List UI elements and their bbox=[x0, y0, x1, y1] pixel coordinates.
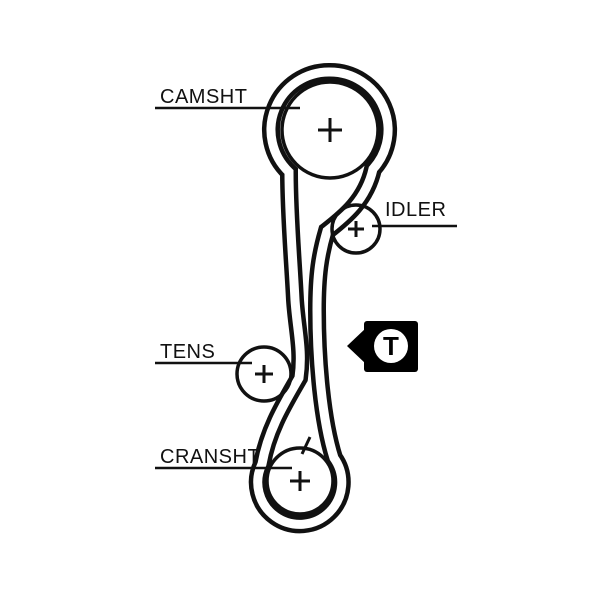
idler-crosshair-icon bbox=[348, 221, 364, 237]
tension-marker-letter: T bbox=[383, 331, 399, 361]
idler-label: IDLER bbox=[385, 199, 446, 221]
camshaft-label: CAMSHT bbox=[160, 86, 247, 108]
camshaft-crosshair-icon bbox=[318, 118, 342, 142]
tensioner-label: TENS bbox=[160, 341, 215, 363]
crankshaft-pulley bbox=[265, 446, 335, 516]
camshaft-pulley bbox=[280, 80, 380, 180]
tension-marker: T bbox=[347, 321, 418, 372]
crankshaft-label: CRANSHT bbox=[160, 446, 260, 468]
tensioner-pulley bbox=[235, 345, 293, 403]
timing-belt bbox=[248, 62, 398, 534]
tension-marker-circle bbox=[374, 329, 408, 363]
crankshaft-crosshair-icon bbox=[290, 471, 310, 491]
idler-pulley bbox=[330, 203, 382, 255]
belt-inner-band bbox=[253, 67, 393, 529]
tension-marker-arrow-icon bbox=[347, 328, 366, 364]
crankshaft-timing-mark bbox=[300, 436, 312, 455]
tensioner-crosshair-icon bbox=[255, 365, 273, 383]
